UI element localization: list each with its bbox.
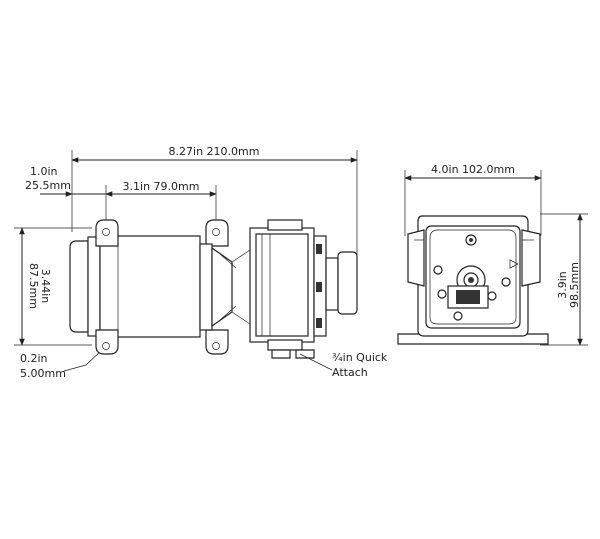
mount-hole-bottom-right <box>212 342 220 350</box>
end-height-in-label: 3.9in <box>556 271 569 299</box>
motor-flange <box>199 243 213 331</box>
pump-head-inner <box>255 233 309 337</box>
adapter-detail-2 <box>219 305 237 321</box>
end-screw-top-head <box>469 238 473 242</box>
end-view: 4.0in 102.0mm 3.9in 98.5mm <box>397 163 588 346</box>
height-mm-label: 87.5mm <box>27 263 40 309</box>
mount-hole-top-left <box>102 228 110 236</box>
adapter-taper <box>211 246 233 328</box>
end-screw-right <box>501 277 511 287</box>
end-wing-right <box>521 229 541 287</box>
quick-attach-fitting-2 <box>295 349 315 359</box>
end-switch-terminal-right <box>487 291 497 301</box>
pump-head-bottom-tab <box>267 339 303 351</box>
quick-attach-leader <box>299 353 333 371</box>
quick-attach-fitting-1 <box>271 349 291 359</box>
mount-hole-top-right <box>212 228 220 236</box>
screw-bottom <box>316 318 322 328</box>
pressure-switch-base <box>325 257 339 311</box>
screw-middle <box>316 282 322 292</box>
pressure-switch-cap <box>337 251 358 315</box>
mount-spacing-label: 3.1in 79.0mm <box>123 180 200 193</box>
quick-attach-label-line1: ¾in Quick <box>332 351 388 364</box>
adapter-detail-4 <box>231 311 251 325</box>
motor-offset-mm-label: 25.5mm <box>25 179 71 192</box>
mount-foot-bottom-left <box>95 329 119 355</box>
end-housing-inner-rim <box>429 229 517 325</box>
height-in-label: 3.44in <box>39 269 52 304</box>
end-switch-face <box>456 290 480 304</box>
motor-end-cap <box>69 240 89 333</box>
motor-offset-in-label: 1.0in <box>30 165 58 178</box>
mount-foot-bottom-right <box>205 329 229 355</box>
motor-end-ring <box>87 236 101 337</box>
side-view: 8.27in 210.0mm 1.0in 25.5mm 3.1in 79.0mm… <box>14 145 388 380</box>
end-screw-left <box>433 265 443 275</box>
mount-foot-top-right <box>205 219 229 247</box>
screw-top <box>316 244 322 254</box>
hole-leader-line <box>63 347 105 372</box>
mount-foot-top-left <box>95 219 119 247</box>
end-central-port-core <box>468 277 474 283</box>
end-switch-terminal-left <box>437 289 447 299</box>
end-screw-bottom <box>453 311 463 321</box>
adapter-detail-3 <box>231 249 251 263</box>
end-height-mm-label: 98.5mm <box>568 262 581 308</box>
end-width-label: 4.0in 102.0mm <box>431 163 515 176</box>
end-wing-left <box>407 229 425 287</box>
overall-length-label: 8.27in 210.0mm <box>169 145 260 158</box>
pump-head-top-tab <box>267 219 303 231</box>
motor-body <box>99 235 201 338</box>
mount-hole-bottom-left <box>102 342 110 350</box>
flow-direction-arrow-icon <box>509 259 519 269</box>
hole-in-label: 0.2in <box>20 352 48 365</box>
adapter-detail-1 <box>219 253 237 269</box>
quick-attach-label-line2: Attach <box>332 366 368 379</box>
hole-mm-label: 5.00mm <box>20 367 66 380</box>
